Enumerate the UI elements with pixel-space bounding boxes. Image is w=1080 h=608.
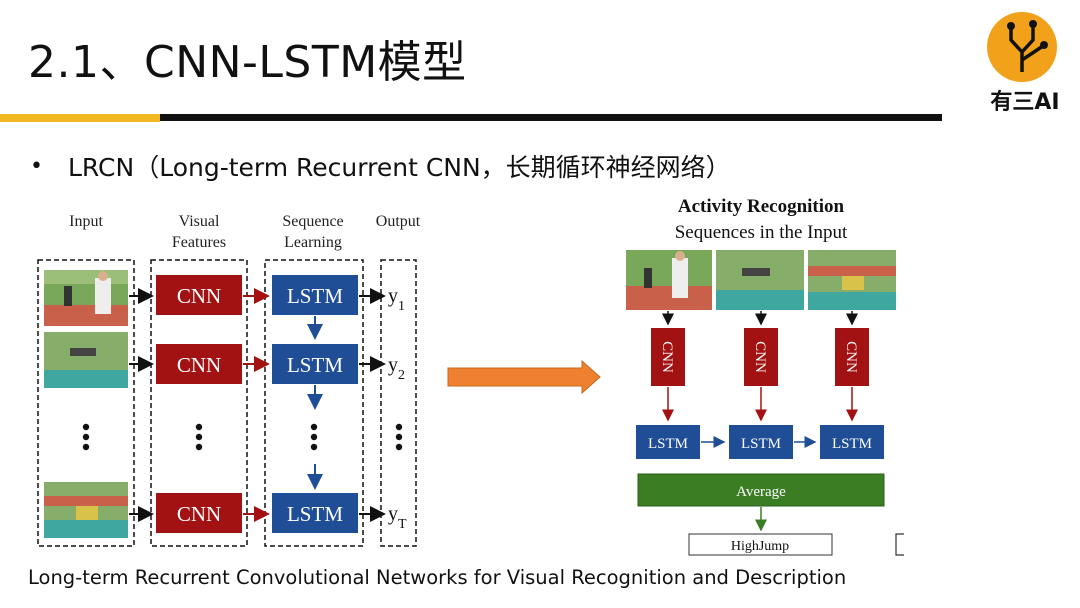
output-column	[380, 259, 417, 547]
visual-features-column	[150, 259, 248, 547]
result-box	[688, 533, 833, 556]
right-cnn-box-3	[835, 328, 869, 386]
right-cnn-box-2	[744, 328, 778, 386]
right-lstm-label-2: LSTM	[741, 436, 781, 452]
input-frame-1	[44, 270, 128, 326]
average-label: Average	[736, 484, 786, 500]
title-underline-accent	[0, 114, 160, 122]
header-output: Output	[376, 213, 421, 230]
right-lstm-box-2	[729, 425, 793, 459]
circuit-icon	[1007, 20, 1048, 72]
lstm-ellipsis	[310, 423, 318, 451]
input-column	[37, 259, 135, 547]
lstm-label-3: LSTM	[287, 502, 343, 526]
result-label: HighJump	[731, 539, 789, 554]
input-frame-2	[44, 332, 128, 388]
lstm-label-1: LSTM	[287, 284, 343, 308]
output-y2: y2	[388, 354, 405, 383]
right-lstm-box-3	[820, 425, 884, 459]
right-lstm-box-1	[636, 425, 700, 459]
transition-arrow-icon	[447, 359, 601, 395]
cnn-label-1: CNN	[177, 284, 221, 308]
lstm-label-2: LSTM	[287, 353, 343, 377]
header-learning: Learning	[284, 234, 342, 251]
right-cnn-label-2: CNN	[752, 341, 768, 373]
cnn-box-1	[156, 275, 242, 315]
input-ellipsis	[82, 423, 90, 451]
right-cnn-box-1	[651, 328, 685, 386]
right-lstm-label-1: LSTM	[648, 436, 688, 452]
right-frame-1	[626, 250, 712, 310]
title-underline	[160, 114, 942, 121]
cropped-box-edge	[895, 533, 904, 556]
output-y1: y1	[388, 285, 405, 314]
header-visual: Visual	[179, 213, 220, 230]
bullet-marker: •	[30, 154, 43, 179]
average-box	[637, 473, 885, 507]
right-subtitle: Sequences in the Input	[675, 222, 848, 243]
cnn-box-2	[156, 344, 242, 384]
cnn-label-3: CNN	[177, 502, 221, 526]
right-title: Activity Recognition	[678, 196, 845, 217]
output-yT: yT	[388, 503, 407, 532]
cnn-box-3	[156, 493, 242, 533]
logo-circle	[987, 12, 1057, 82]
header-sequence: Sequence	[282, 213, 343, 230]
right-frame-3	[808, 250, 896, 310]
header-input: Input	[69, 213, 103, 230]
header-features: Features	[172, 234, 226, 251]
cnn-label-2: CNN	[177, 353, 221, 377]
right-cnn-label-1: CNN	[659, 341, 675, 373]
sequence-learning-column	[264, 259, 364, 547]
logo: 有三AI	[985, 12, 1060, 115]
lstm-box-2	[272, 344, 358, 384]
input-frame-3	[44, 482, 128, 538]
citation-caption: Long-term Recurrent Convolutional Networ…	[28, 566, 847, 589]
right-lstm-label-3: LSTM	[832, 436, 872, 452]
logo-text: 有三AI	[990, 90, 1060, 115]
lstm-box-3	[272, 493, 358, 533]
page-title: 2.1、CNN-LSTM模型	[28, 37, 467, 88]
output-ellipsis	[395, 423, 403, 451]
bullet-text: LRCN（Long-term Recurrent CNN，长期循环神经网络）	[68, 153, 731, 182]
right-cnn-label-3: CNN	[843, 341, 859, 373]
lstm-box-1	[272, 275, 358, 315]
cnn-ellipsis	[195, 423, 203, 451]
right-frame-2	[716, 250, 804, 310]
